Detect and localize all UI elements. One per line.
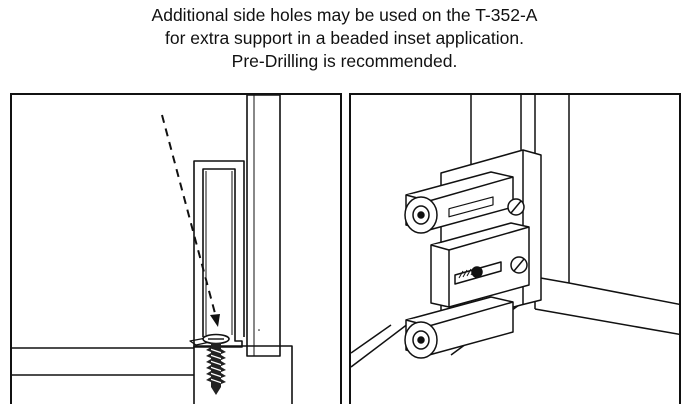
inset-block	[193, 345, 293, 404]
shelf-back-edge	[534, 276, 679, 305]
shelf-front-edge	[534, 308, 679, 336]
instruction-caption: Additional side holes may be used on the…	[0, 4, 689, 73]
arrowhead-icon	[210, 314, 220, 327]
floor-line	[351, 324, 392, 354]
frame-stile	[246, 95, 281, 357]
screw-icon	[206, 343, 226, 395]
bracket-inner	[202, 168, 236, 337]
caption-line-3: Pre-Drilling is recommended.	[231, 51, 458, 71]
bracket-foot	[193, 337, 243, 348]
adjust-screw	[471, 266, 483, 278]
insertion-path	[161, 114, 217, 318]
bracket-outer	[193, 160, 245, 337]
isometric-hinge-figure	[349, 93, 681, 404]
side-view-figure	[10, 93, 342, 404]
hinge-drawing	[351, 95, 679, 368]
hinge-bracket-icon	[404, 149, 542, 359]
caption-line-2: for extra support in a beaded inset appl…	[165, 28, 524, 48]
caption-line-1: Additional side holes may be used on the…	[151, 5, 538, 25]
side-view-drawing	[12, 95, 293, 404]
